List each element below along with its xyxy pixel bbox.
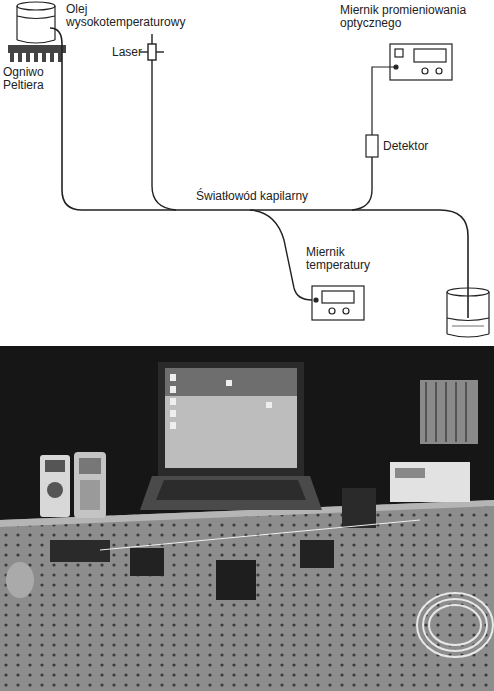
part-label: Olej wysokotemperaturowy: [66, 3, 201, 29]
part-label: Miernik promieniowania optycznego: [340, 4, 488, 30]
detector-cable: [372, 67, 394, 135]
setup-photo: [0, 346, 494, 691]
part-label: Światłowód kapilarny: [196, 190, 336, 203]
detector-symbol: [366, 135, 378, 157]
peltier-cell: [8, 45, 66, 62]
optical-power-meter: [390, 44, 452, 80]
detector-fiber: [352, 157, 372, 210]
collecting-beaker: [447, 288, 489, 337]
part-label: Laser: [112, 46, 152, 59]
temperature-meter: [312, 286, 364, 320]
thermocouple-wire: [250, 210, 312, 300]
part-label: Ogniwo Peltiera: [3, 66, 59, 92]
part-label: Detektor: [383, 140, 453, 153]
laser-symbol: [140, 34, 176, 210]
capillary-fiber: [50, 28, 468, 318]
part-label: Miernik temperatury: [306, 246, 396, 272]
oil-beaker: [17, 2, 55, 43]
